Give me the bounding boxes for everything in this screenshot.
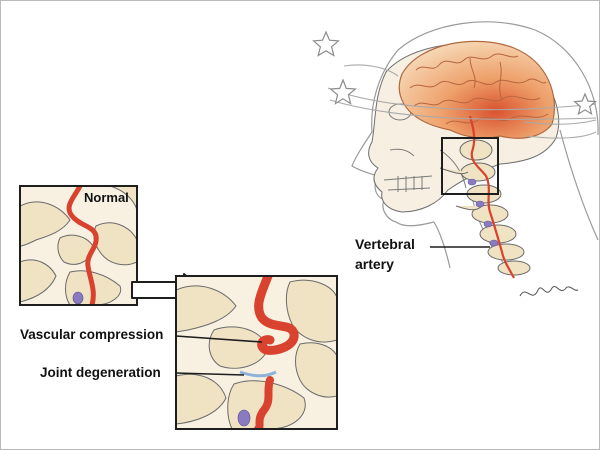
- vascular-compression-leader: [175, 335, 263, 343]
- inset-box: [441, 137, 499, 195]
- dizziness-motion-lines: [327, 64, 597, 139]
- dizziness-stars: [312, 30, 597, 116]
- label-vascular-compression: Vascular compression: [20, 327, 164, 342]
- disc-markers: [467, 178, 499, 247]
- star-icon: [329, 78, 357, 105]
- vertebral-artery-compressed: [254, 276, 299, 355]
- label-vertebral-artery-line1: Vertebral: [355, 236, 415, 252]
- vertebral-artery-lower: [254, 376, 274, 429]
- brain: [398, 40, 555, 139]
- head-outline: [351, 21, 599, 269]
- joint-degeneration-leader: [175, 372, 245, 376]
- normal-inset: [19, 185, 138, 306]
- label-vertebral-artery: Vertebral artery: [355, 234, 415, 274]
- star-icon: [312, 30, 340, 57]
- star-icon: [573, 92, 597, 116]
- joint-space: [239, 370, 277, 378]
- label-normal: Normal: [84, 190, 129, 205]
- artist-signature: [519, 286, 579, 297]
- vertebral-artery-normal: [66, 186, 99, 305]
- label-vertebral-artery-line2: artery: [355, 256, 394, 272]
- compression-inset: [175, 275, 338, 430]
- label-joint-degeneration: Joint degeneration: [40, 365, 161, 380]
